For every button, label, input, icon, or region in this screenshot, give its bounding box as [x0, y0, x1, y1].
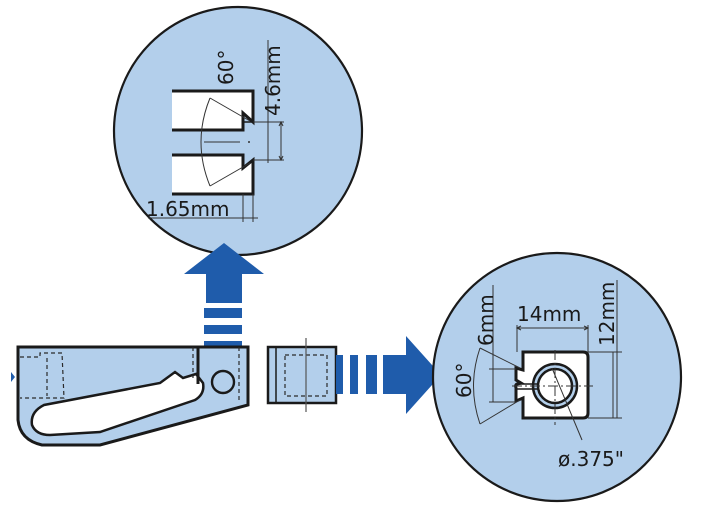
right-slot-label: 6mm [474, 294, 498, 346]
right-arrow-icon [336, 336, 441, 414]
right-height-label: 12mm [595, 282, 619, 346]
angle-arc [200, 97, 211, 187]
right-diameter-label: ø.375" [558, 447, 624, 471]
right-detail-callout: 60° 6mm 14mm 12mm ø.375" [431, 251, 683, 503]
diameter-leader [551, 367, 583, 441]
top-detail-callout: 60° 4.6mm 1.65mm [112, 5, 364, 257]
up-arrow-icon [184, 243, 264, 346]
top-width-label: 1.65mm [146, 197, 230, 221]
angle-line-lower [209, 162, 251, 187]
right-angle-label: 60° [452, 363, 476, 398]
handle-cutout [30, 370, 205, 437]
right-angle-arc [473, 347, 481, 425]
upper-jaw [172, 89, 255, 132]
top-angle-label: 60° [214, 50, 238, 85]
pivot-hole [210, 369, 236, 395]
side-block [266, 338, 338, 412]
hidden-pocket [20, 352, 65, 399]
right-width-label: 14mm [517, 302, 581, 326]
tool-body [11, 345, 250, 447]
angle-line-upper [209, 97, 251, 122]
lower-jaw [172, 153, 255, 196]
block-outline [266, 345, 338, 405]
top-height-label: 4.6mm [261, 45, 285, 116]
